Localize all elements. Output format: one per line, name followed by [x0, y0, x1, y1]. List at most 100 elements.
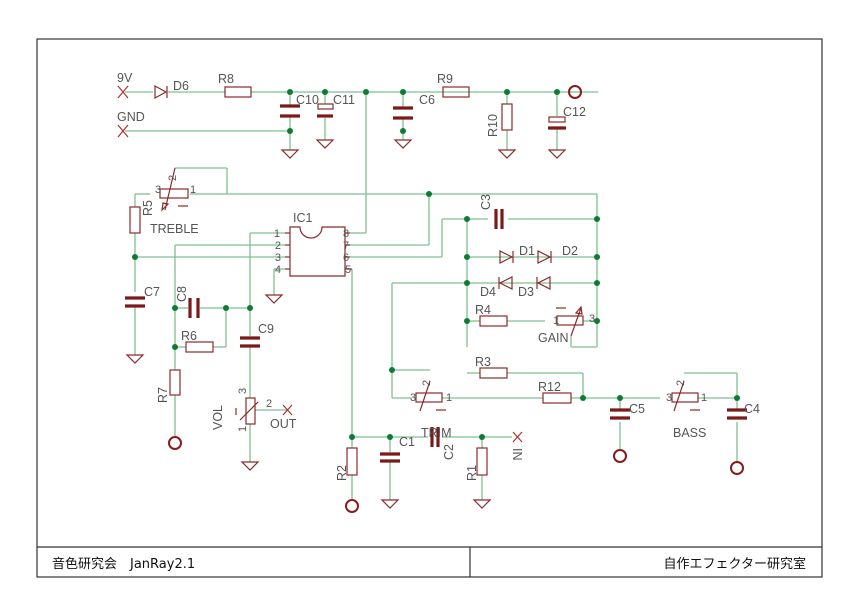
- label-gnd: GND: [117, 110, 145, 124]
- junction-dot: [389, 367, 395, 373]
- title-block-right: 自作エフェクター研究室: [664, 556, 806, 572]
- gain-pin1: 1: [553, 315, 559, 327]
- ic-pin2: 2: [275, 240, 281, 252]
- diode-d4: [498, 276, 513, 290]
- capacitor-c10: [280, 104, 300, 118]
- title-block-left: 音色研究会 JanRay2.1: [52, 556, 195, 572]
- resistor-r2: [346, 447, 358, 476]
- resistor-r9: [442, 86, 470, 98]
- ground-symbol: [280, 149, 300, 159]
- label-r4: R4: [475, 303, 491, 317]
- label-r10: R10: [486, 114, 500, 137]
- vol-pin3: 3: [237, 388, 249, 394]
- junction-dot: [617, 395, 623, 401]
- pot-vol: [235, 397, 259, 425]
- c5-terminal: [613, 449, 627, 463]
- junction-dot: [464, 216, 470, 222]
- junction-dot: [287, 89, 293, 95]
- label-d3: D3: [518, 285, 534, 299]
- vol-pin1: 1: [237, 426, 249, 432]
- capacitor-c7: [125, 296, 145, 308]
- output-connector: [282, 404, 293, 416]
- label-9v: 9V: [117, 71, 133, 85]
- resistor-r7: [169, 369, 181, 396]
- junction-dot: [172, 344, 178, 350]
- label-treble: TREBLE: [150, 222, 199, 236]
- junction-dot: [594, 318, 600, 324]
- capacitor-c12: [548, 116, 566, 130]
- junction-dot: [132, 254, 138, 260]
- junction-dot: [387, 434, 393, 440]
- label-r7: R7: [156, 387, 170, 403]
- junction-dot: [580, 395, 586, 401]
- junction-dot: [554, 89, 560, 95]
- junctions: [132, 89, 740, 440]
- label-gain: GAIN: [538, 331, 569, 345]
- diode-d1: [499, 250, 514, 264]
- treble-pin2: 2: [167, 175, 179, 181]
- ic-pin8: 8: [343, 228, 349, 240]
- trim-pin1: 1: [446, 392, 452, 404]
- resistor-r8: [224, 86, 252, 98]
- power-connector-9v: [117, 85, 129, 99]
- label-c3: C3: [479, 194, 493, 210]
- labels: 9V GND D6 R8 C10 C11 C6 R9 R10 C12 R5 TR…: [117, 71, 760, 481]
- label-c8: C8: [175, 286, 189, 302]
- label-bass: BASS: [673, 426, 706, 440]
- junction-dot: [400, 89, 406, 95]
- diode-d6: [154, 84, 168, 100]
- junction-dot: [287, 128, 293, 134]
- bass-pin2: 2: [675, 380, 687, 386]
- diode-d2: [537, 250, 552, 264]
- treble-pin1: 1: [190, 184, 196, 196]
- junction-dot: [594, 280, 600, 286]
- label-out: OUT: [270, 417, 297, 431]
- r7-terminal: [168, 436, 182, 450]
- junction-dot: [223, 305, 229, 311]
- trim-pin3: 3: [410, 392, 416, 404]
- label-ic1: IC1: [293, 211, 313, 225]
- label-c9: C9: [258, 322, 274, 336]
- input-connector: [512, 431, 523, 443]
- label-d6: D6: [173, 79, 189, 93]
- label-r1: R1: [465, 465, 479, 481]
- junction-dot: [400, 128, 406, 134]
- junction-dot: [504, 89, 510, 95]
- ground-symbol: [497, 149, 517, 159]
- junction-dot: [594, 254, 600, 260]
- ic1: [285, 226, 352, 277]
- ic-pin4: 4: [275, 264, 281, 276]
- label-r12: R12: [538, 380, 561, 394]
- r2-terminal: [345, 499, 359, 513]
- label-r2: R2: [335, 465, 349, 481]
- pot-bass: [671, 380, 700, 412]
- bass-pin3: 3: [666, 392, 672, 404]
- ground-symbol: [240, 461, 260, 471]
- resistor-r5: [129, 206, 141, 234]
- power-out-terminal: [568, 85, 582, 99]
- gain-pin3: 3: [589, 313, 595, 325]
- label-r8: R8: [218, 72, 234, 86]
- ground-symbol: [264, 294, 284, 304]
- label-vol: VOL: [211, 405, 225, 430]
- ic-pin5: 5: [345, 264, 351, 276]
- junction-dot: [734, 395, 740, 401]
- capacitor-c9: [240, 336, 260, 348]
- label-c4: C4: [744, 402, 760, 416]
- junction-dot: [464, 318, 470, 324]
- ic-pin3: 3: [275, 252, 281, 264]
- junction-dot: [322, 89, 328, 95]
- junction-dot: [363, 89, 369, 95]
- junction-dot: [349, 434, 355, 440]
- label-d4: D4: [480, 285, 496, 299]
- ground-symbol: [547, 149, 567, 159]
- junction-dot: [464, 280, 470, 286]
- pot-gain: [556, 305, 584, 337]
- label-r5: R5: [141, 200, 155, 216]
- capacitor-c4: [727, 408, 747, 420]
- trim-pin2: 2: [421, 380, 433, 386]
- signal-wires: [134, 167, 738, 500]
- resistor-r10: [501, 103, 513, 131]
- junction-dot: [247, 305, 253, 311]
- drawing-frame: [36, 38, 823, 578]
